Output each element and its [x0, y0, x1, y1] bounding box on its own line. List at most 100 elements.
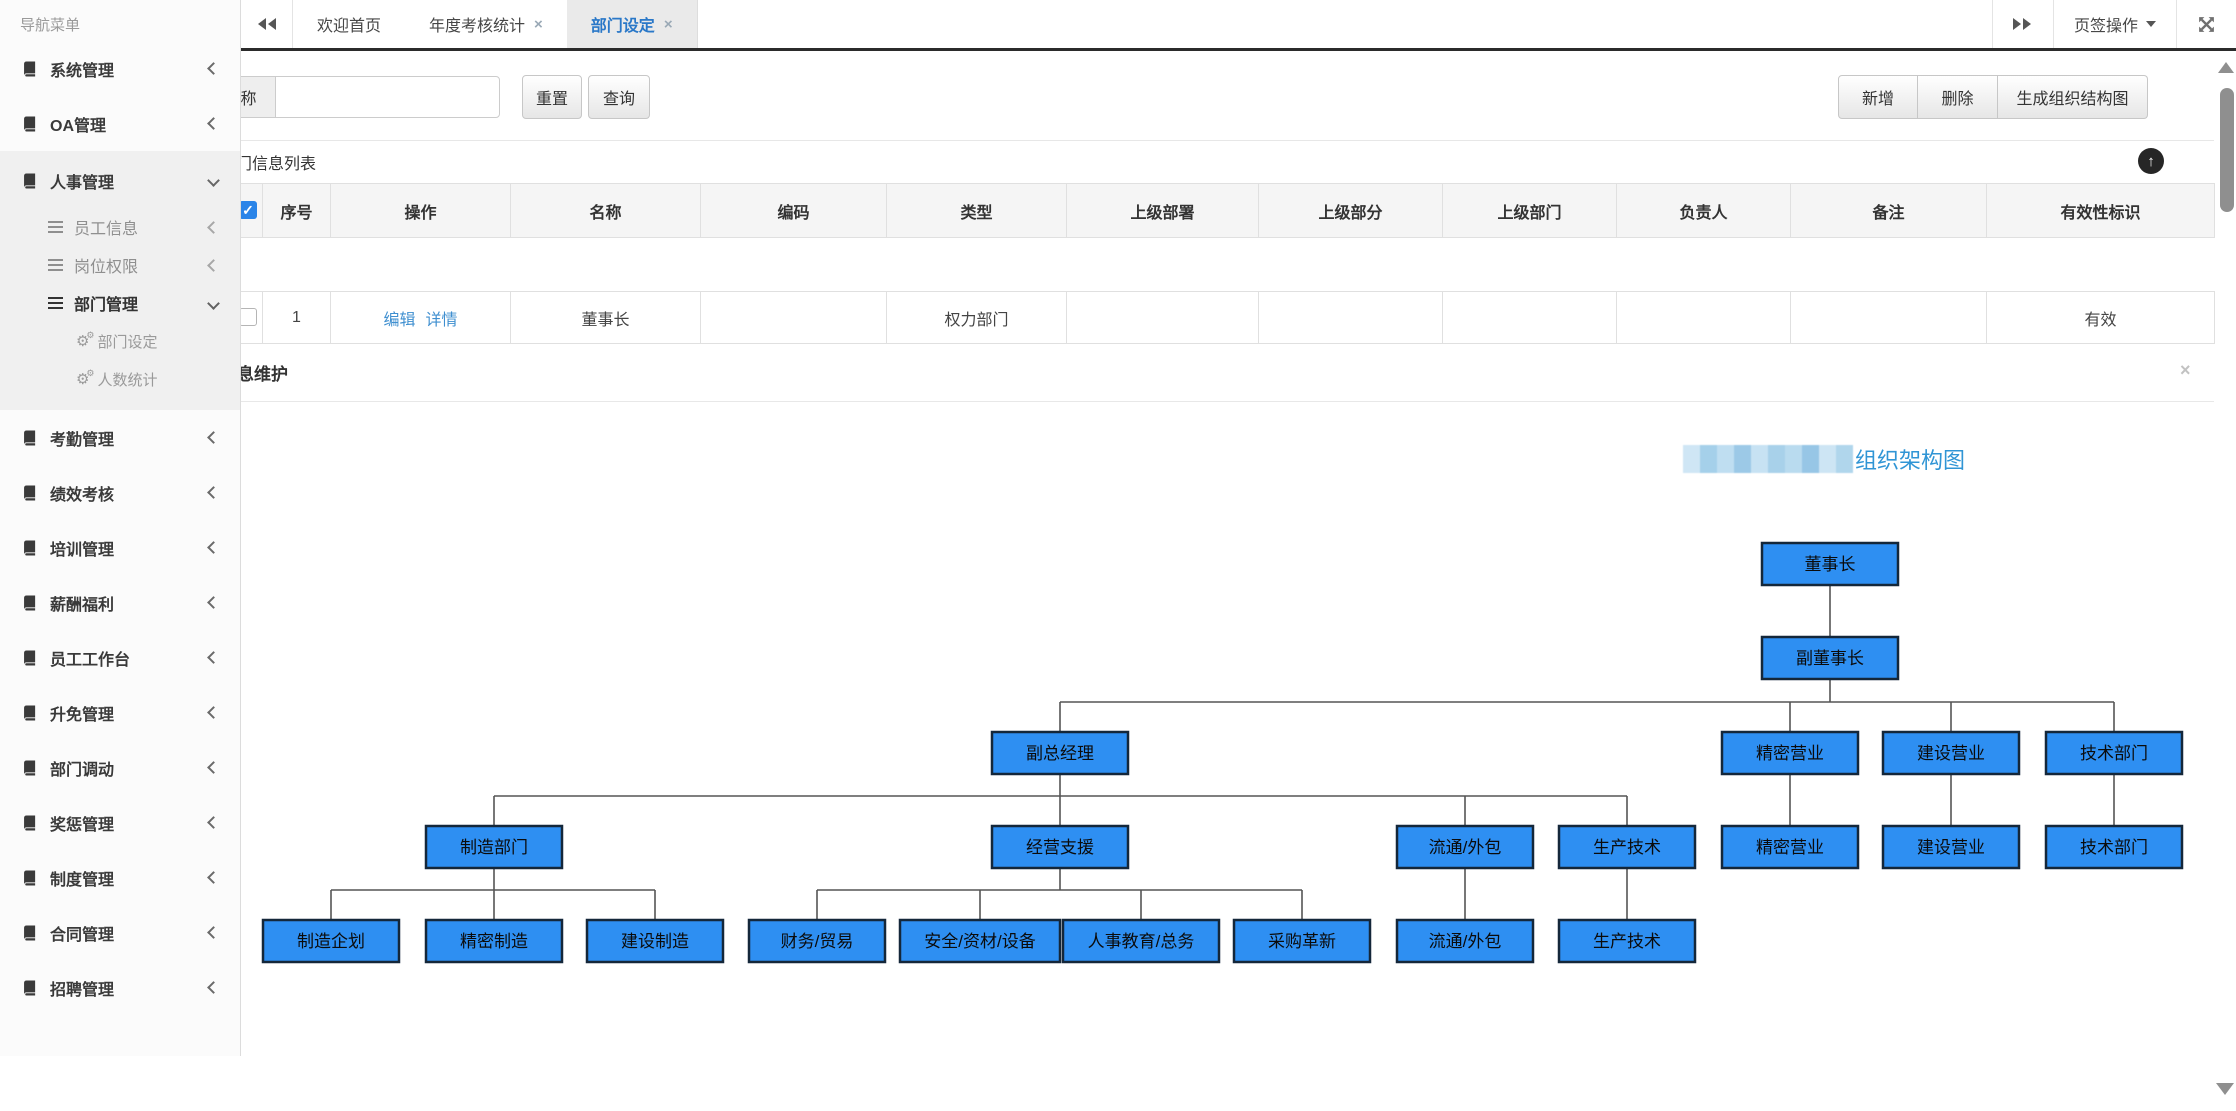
sidebar-item-员工工作台[interactable]: 员工工作台	[0, 630, 240, 685]
mosaic-block	[1683, 445, 1700, 473]
sidebar-item-人数统计[interactable]: ⚙⚙人数统计	[0, 360, 240, 398]
cell-code	[700, 291, 887, 344]
sidebar-item-制度管理[interactable]: 制度管理	[0, 850, 240, 905]
cell-name: 董事长	[510, 291, 701, 344]
chevron-left-icon	[207, 706, 220, 719]
mosaic-block	[1700, 445, 1717, 473]
tab-欢迎首页[interactable]: 欢迎首页	[293, 0, 405, 48]
column-header-上级部分: 上级部分	[1258, 183, 1443, 238]
sidebar-item-系统管理[interactable]: 系统管理	[0, 41, 240, 96]
sidebar-item-合同管理[interactable]: 合同管理	[0, 905, 240, 960]
book-icon	[22, 173, 37, 189]
sidebar-item-升免管理[interactable]: 升免管理	[0, 685, 240, 740]
chevron-left-icon	[207, 431, 220, 444]
scrollbar-down-arrow[interactable]	[2216, 1083, 2234, 1095]
book-icon	[22, 925, 37, 941]
caret-down-icon	[2146, 21, 2156, 32]
scrollbar-thumb[interactable]	[2220, 88, 2234, 212]
column-header-名称: 名称	[510, 183, 701, 238]
book-icon	[22, 650, 37, 666]
tab-部门设定[interactable]: 部门设定 ×	[566, 0, 698, 48]
org-node-流通/外包: 流通/外包	[1395, 824, 1535, 870]
org-node-董事长: 董事长	[1760, 541, 1900, 587]
table-row: 1 编辑详情 董事长 权力部门 有效	[150, 291, 2215, 344]
filter-toolbar: 名称 重置 查询 新增 删除 生成组织结构图	[150, 51, 2214, 141]
svg-text:精密制造: 精密制造	[460, 932, 528, 951]
sidebar-item-OA管理[interactable]: OA管理	[0, 96, 240, 151]
tabs-scroll-right-button[interactable]	[1991, 0, 2053, 48]
sidebar-item-部门管理[interactable]: 部门管理	[0, 284, 240, 322]
tab-list: 欢迎首页年度考核统计× 部门设定 ×	[293, 0, 698, 48]
sidebar-item-招聘管理[interactable]: 招聘管理	[0, 960, 240, 1015]
sidebar-item-薪酬福利[interactable]: 薪酬福利	[0, 575, 240, 630]
sidebar-item-培训管理[interactable]: 培训管理	[0, 520, 240, 575]
book-icon	[22, 540, 37, 556]
chevron-left-icon	[207, 871, 220, 884]
expand-arrows-icon	[2199, 16, 2214, 32]
sidebar-item-部门设定[interactable]: ⚙⚙部门设定	[0, 322, 240, 360]
row-checkbox[interactable]	[239, 308, 257, 327]
sidebar-item-部门调动[interactable]: 部门调动	[0, 740, 240, 795]
book-icon	[22, 870, 37, 886]
svg-text:生产技术: 生产技术	[1593, 932, 1661, 951]
tabs-scroll-left-button[interactable]	[240, 0, 293, 48]
sidebar-item-奖惩管理[interactable]: 奖惩管理	[0, 795, 240, 850]
main-content: 名称 重置 查询 新增 删除 生成组织结构图 部门信息列表 ↑ ✓ 序号操作名称…	[150, 51, 2215, 1111]
sidebar-item-label: 制度管理	[50, 871, 115, 889]
search-button[interactable]: 查询	[588, 75, 650, 119]
gears-icon: ⚙⚙	[76, 367, 95, 388]
mosaic-block	[1734, 445, 1751, 473]
sidebar-active-group: 人事管理员工信息岗位权限部门管理⚙⚙部门设定⚙⚙人数统计	[0, 151, 240, 410]
tab-年度考核统计[interactable]: 年度考核统计×	[405, 0, 567, 48]
delete-button[interactable]: 删除	[1918, 75, 1998, 119]
book-icon	[22, 705, 37, 721]
close-icon[interactable]: ×	[2180, 360, 2191, 380]
scrollbar-up-arrow[interactable]	[2218, 62, 2234, 73]
chevron-down-icon	[207, 174, 220, 187]
column-header-上级部门: 上级部门	[1442, 183, 1617, 238]
select-all-checkbox[interactable]: ✓	[239, 201, 257, 220]
chevron-left-icon	[207, 258, 220, 272]
sidebar-item-考勤管理[interactable]: 考勤管理	[0, 410, 240, 465]
detail-link[interactable]: 详情	[425, 311, 458, 329]
tab-close-icon[interactable]: ×	[663, 15, 673, 33]
sidebar-item-绩效考核[interactable]: 绩效考核	[0, 465, 240, 520]
tab-label: 部门设定	[590, 18, 655, 35]
sidebar-title: 导航菜单	[20, 17, 81, 34]
column-header-编码: 编码	[700, 183, 887, 238]
cell-note	[1790, 291, 1987, 344]
sidebar-item-人事管理[interactable]: 人事管理	[0, 153, 240, 208]
mosaic-block	[1802, 445, 1819, 473]
org-chart: 董事长副董事长副总经理精密营业建设营业技术部门制造部门经营支援流通/外包生产技术…	[261, 541, 2184, 964]
svg-text:建设营业: 建设营业	[1917, 744, 1985, 763]
sidebar-item-label: 薪酬福利	[50, 596, 115, 614]
mosaic-block	[1836, 445, 1853, 473]
tab-close-icon[interactable]: ×	[534, 15, 543, 33]
tab-operations-dropdown[interactable]: 页签操作	[2052, 0, 2176, 48]
cell-valid: 有效	[1986, 291, 2215, 344]
edit-link[interactable]: 编辑	[383, 311, 416, 329]
svg-text:流通/外包: 流通/外包	[1429, 838, 1502, 857]
svg-text:副总经理: 副总经理	[1026, 744, 1094, 763]
collapse-panel-button[interactable]: ↑	[2138, 148, 2164, 174]
svg-text:经营支援: 经营支援	[1026, 838, 1094, 857]
add-button[interactable]: 新增	[1838, 75, 1918, 119]
org-chart-title-text: 组织架构图	[1855, 448, 1966, 473]
column-header-类型: 类型	[886, 183, 1067, 238]
generate-org-chart-button[interactable]: 生成组织结构图	[1998, 75, 2148, 119]
menu-bars-icon	[48, 221, 63, 233]
svg-text:制造部门: 制造部门	[460, 838, 528, 857]
name-filter-input[interactable]	[275, 76, 500, 118]
org-node-流通/外包: 流通/外包	[1395, 918, 1535, 964]
reset-button[interactable]: 重置	[522, 75, 582, 119]
svg-text:流通/外包: 流通/外包	[1429, 932, 1502, 951]
sidebar-item-岗位权限[interactable]: 岗位权限	[0, 246, 240, 284]
sidebar-item-员工信息[interactable]: 员工信息	[0, 208, 240, 246]
org-node-采购革新: 采购革新	[1232, 918, 1372, 964]
group-row-label: 权力部门	[150, 237, 2215, 292]
fullscreen-button[interactable]	[2176, 0, 2236, 48]
cell-owner	[1616, 291, 1791, 344]
double-chevron-right-icon	[2012, 18, 2033, 30]
